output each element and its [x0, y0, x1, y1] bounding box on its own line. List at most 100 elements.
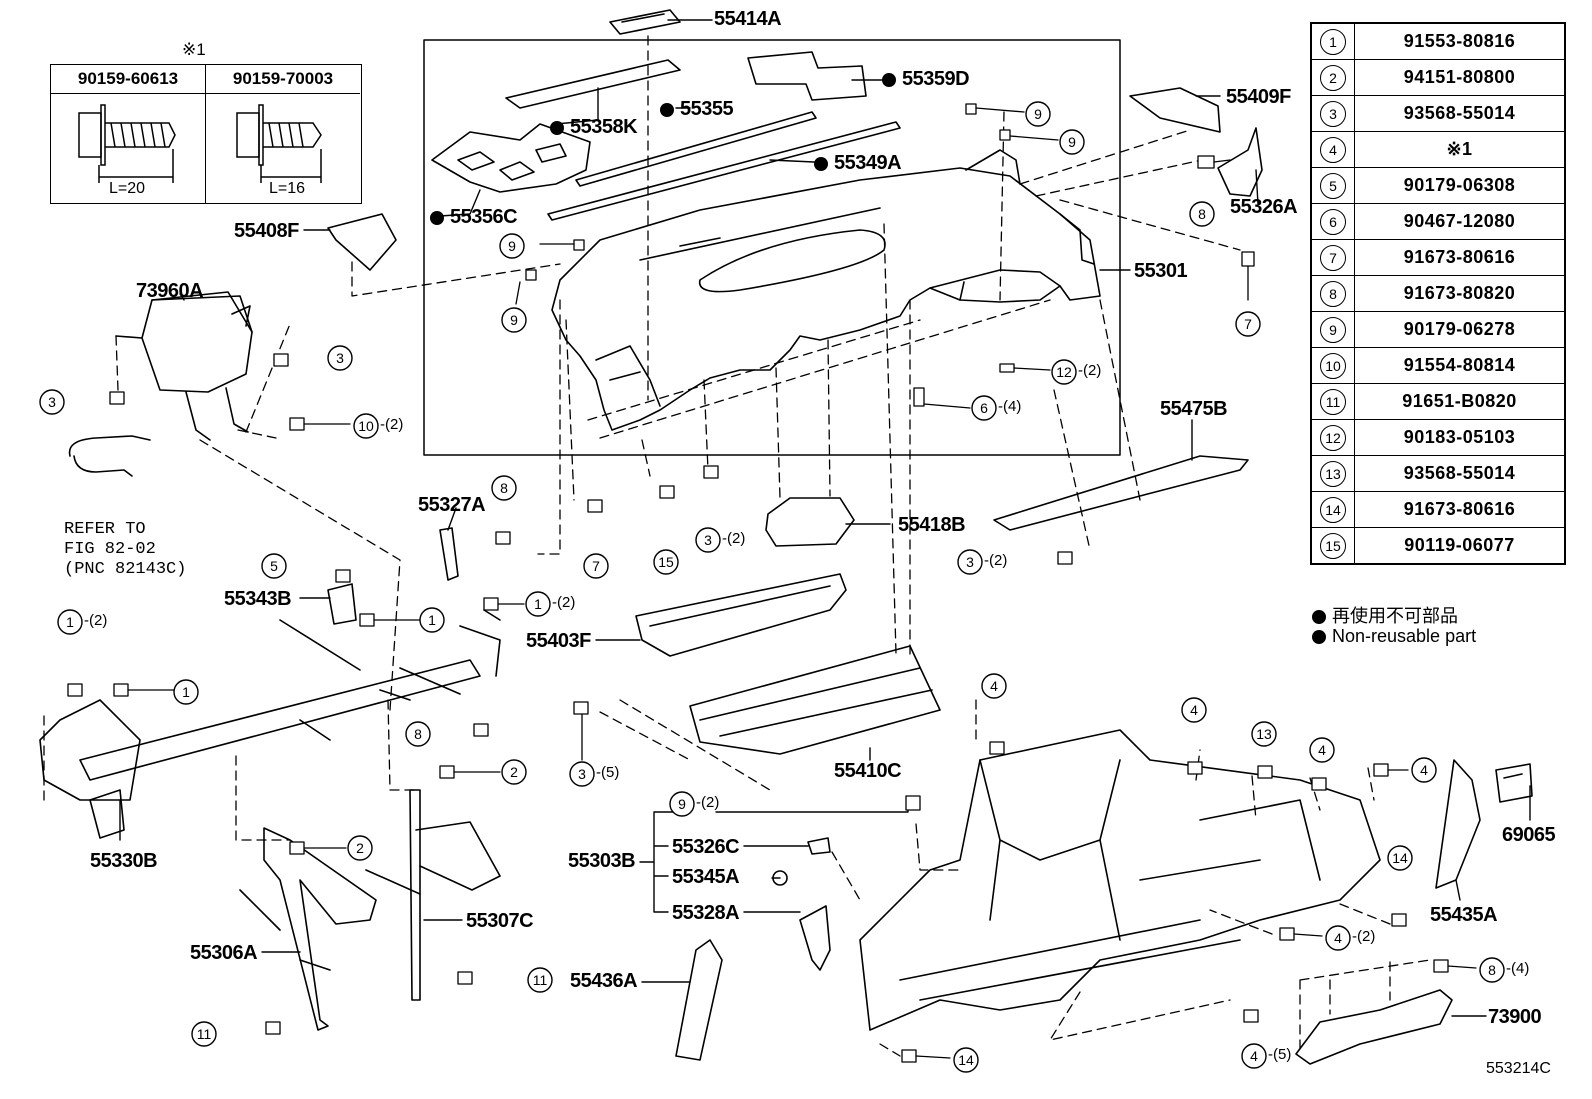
- inset-bolt-1-length: L=20: [109, 180, 146, 197]
- callout-55356c: 55356C: [430, 206, 518, 228]
- legend-number: 12: [1320, 424, 1346, 451]
- bolt-icon: [573, 701, 589, 761]
- callout-55326a: 55326A: [1230, 196, 1298, 218]
- bolt-icon: [1257, 765, 1273, 779]
- clip-icon: [999, 129, 1059, 141]
- legend-row: 8 91673-80820: [1310, 275, 1566, 312]
- legend-part-number: 90179-06278: [1354, 311, 1566, 348]
- svg-text:14: 14: [1392, 850, 1408, 866]
- callout-55330b: 55330B: [90, 850, 158, 872]
- legend-part-number: 90179-06308: [1354, 167, 1566, 204]
- callout-55343b: 55343B: [224, 588, 292, 610]
- non-reusable-dot-icon: [660, 102, 674, 117]
- callout-55358k: 55358K: [550, 116, 638, 138]
- bolt-icon: [1057, 551, 1073, 565]
- svg-text:3: 3: [48, 394, 56, 410]
- non-reusable-dot-icon: [430, 210, 444, 225]
- part-55303b-frame: [859, 729, 1381, 1031]
- bolt-icon: [265, 1021, 281, 1035]
- part-73960a-airbag: [141, 295, 253, 393]
- legend-number: 8: [1320, 280, 1346, 307]
- part-55356c: [431, 123, 591, 193]
- legend-number: 1: [1320, 28, 1346, 55]
- svg-text:8: 8: [500, 480, 508, 496]
- non-reusable-dot-icon: [550, 120, 564, 135]
- qty-label: -(2): [380, 416, 404, 433]
- legend-part-number: 90119-06077: [1354, 527, 1566, 565]
- svg-text:8: 8: [1198, 206, 1206, 222]
- bolt-icon: [1311, 777, 1327, 791]
- svg-text:2: 2: [510, 764, 518, 780]
- clip-icon: [539, 239, 585, 251]
- bolt-icon: [473, 723, 489, 737]
- svg-text:3: 3: [578, 766, 586, 782]
- qty-label: -(2): [1078, 362, 1102, 379]
- svg-text:9: 9: [1068, 134, 1076, 150]
- non-reusable-dot-icon: [882, 72, 896, 87]
- part-55327a: [439, 527, 459, 581]
- callout-69065: 69065: [1502, 824, 1556, 846]
- bolt-icon: [1243, 1009, 1259, 1023]
- part-55409f: [1129, 87, 1221, 133]
- svg-text:11: 11: [533, 972, 548, 988]
- bolt-icon: [289, 841, 347, 855]
- svg-text:9: 9: [678, 796, 686, 812]
- svg-text:8: 8: [414, 726, 422, 742]
- part-55349a: [547, 121, 901, 221]
- svg-text:4: 4: [1420, 762, 1428, 778]
- bolt-icon: [67, 683, 83, 697]
- legend-number: 4: [1320, 136, 1346, 163]
- svg-text:1: 1: [534, 596, 542, 612]
- bolt-icon: [289, 417, 351, 431]
- part-69065: [1495, 763, 1533, 803]
- part-55326c: [807, 837, 831, 855]
- callout-73900: 73900: [1488, 1006, 1542, 1028]
- footnote-en: Non-reusable part: [1312, 626, 1476, 647]
- clip-icon: [965, 103, 1025, 115]
- legend-part-number: 90183-05103: [1354, 419, 1566, 456]
- wire-harness: [68, 435, 151, 477]
- legend-number: 14: [1320, 496, 1346, 523]
- part-55307c: [409, 789, 421, 1001]
- clip-icon: [999, 363, 1051, 373]
- callout-55328a: 55328A: [672, 902, 740, 924]
- svg-text:13: 13: [1256, 726, 1272, 742]
- svg-text:3: 3: [966, 554, 974, 570]
- svg-text:9: 9: [510, 312, 518, 328]
- legend-number: 10: [1320, 352, 1346, 379]
- legend-number: 6: [1320, 208, 1346, 235]
- bolt-icon: [495, 531, 511, 545]
- clip-icon: [913, 387, 971, 409]
- part-55326a: [1217, 127, 1263, 197]
- legend-number: 5: [1320, 172, 1346, 199]
- svg-text:5: 5: [270, 558, 278, 574]
- bolt-icon: [1187, 761, 1203, 775]
- legend-part-number: 93568-55014: [1354, 95, 1566, 132]
- legend-row: 14 91673-80616: [1310, 491, 1566, 528]
- part-55359d: [747, 51, 867, 101]
- callout-55326c: 55326C: [672, 836, 740, 858]
- legend-part-number: 91673-80820: [1354, 275, 1566, 312]
- bolt-inset: 90159-60613 90159-70003 L=20 L=16: [50, 64, 362, 204]
- non-reusable-dot-icon: [1312, 630, 1326, 645]
- callout-55307c: 55307C: [466, 910, 534, 932]
- part-55330b: [89, 789, 125, 839]
- legend-part-number: 91673-80616: [1354, 239, 1566, 276]
- bolt-icon: [335, 569, 351, 583]
- callout-55355: 55355: [660, 98, 734, 120]
- bolt-icon: [587, 499, 603, 513]
- part-55408f: [327, 213, 397, 271]
- callout-55301: 55301: [1134, 260, 1188, 282]
- callout-55418b: 55418B: [898, 514, 966, 536]
- part-55301-instrument-panel: [551, 167, 1101, 431]
- svg-text:7: 7: [592, 558, 600, 574]
- svg-text:1: 1: [182, 684, 190, 700]
- legend-part-number: 91673-80616: [1354, 491, 1566, 528]
